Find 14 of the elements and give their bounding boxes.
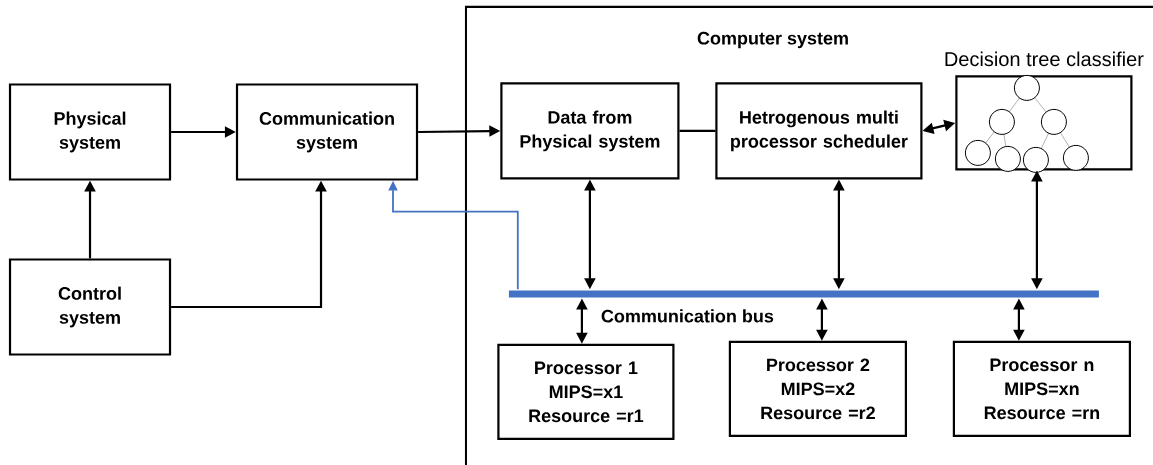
node-label: Decision tree classifier: [945, 51, 1144, 67]
process-box: Hetrogenous multi processor scheduler: [715, 82, 923, 180]
process-box: Communication system: [235, 83, 419, 181]
processor-box: Processor 1 MIPS=x1 Resource =r1: [497, 343, 675, 440]
processor-box: Processor 2 MIPS=x2 Resource =r2: [728, 340, 907, 437]
classifier-box: Decision tree classifier: [945, 51, 1144, 171]
process-box: Control system: [8, 258, 172, 356]
region-frame: [464, 5, 1153, 465]
bus-bar: [508, 290, 1099, 298]
bus-label: Communication bus: [601, 309, 774, 323]
processor-box: Processor n MIPS=xn Resource =rn: [952, 340, 1131, 437]
region-title: Computer system: [697, 31, 848, 49]
process-box: Physical system: [8, 83, 172, 181]
process-box: Data from Physical system: [500, 82, 680, 180]
